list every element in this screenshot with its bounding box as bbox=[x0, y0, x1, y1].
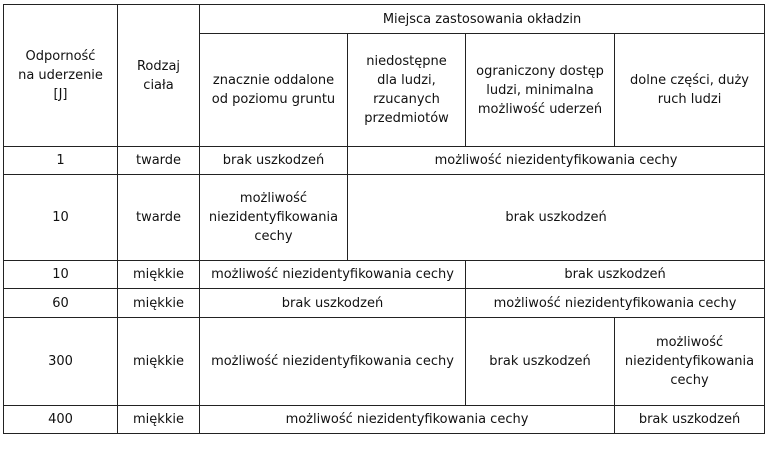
result-cell: możliwość niezidentyfikowania cechy bbox=[199, 405, 615, 434]
energy-cell: 10 bbox=[3, 260, 118, 289]
result-cell: możliwość niezidentyfikowania cechy bbox=[346, 146, 766, 175]
header-row-locations: znacznie oddalone od poziomu gruntu nied… bbox=[4, 33, 766, 147]
result-cell: brak uszkodzeń bbox=[613, 405, 766, 434]
energy-cell: 400 bbox=[3, 405, 118, 434]
table-row: 300 miękkie możliwość niezidentyfikowani… bbox=[3, 317, 766, 406]
result-cell: możliwość niezidentyfikowania cechy bbox=[464, 288, 766, 318]
body-type-cell: miękkie bbox=[117, 405, 200, 434]
result-cell: możliwość niezidentyfikowania cechy bbox=[199, 317, 466, 406]
energy-cell: 60 bbox=[3, 288, 118, 318]
header-location-limited-access: ograniczony dostęp ludzi, minimalna możl… bbox=[465, 33, 615, 147]
result-cell: brak uszkodzeń bbox=[464, 260, 766, 289]
body-type-cell: twarde bbox=[117, 146, 200, 175]
result-cell: możliwość niezidentyfikowania cechy bbox=[199, 174, 348, 261]
energy-cell: 300 bbox=[3, 317, 118, 406]
header-location-inaccessible: niedostępne dla ludzi, rzucanych przedmi… bbox=[347, 33, 466, 147]
body-type-cell: miękkie bbox=[117, 260, 200, 289]
impact-resistance-table: Odporność na uderzenie [J] Rodzaj ciała … bbox=[3, 4, 766, 434]
table-row: 10 twarde możliwość niezidentyfikowania … bbox=[3, 174, 766, 261]
body-type-cell: miękkie bbox=[117, 288, 200, 318]
header-application-places: Miejsca zastosowania okładzin bbox=[198, 4, 766, 34]
result-cell: możliwość niezidentyfikowania cechy bbox=[613, 317, 766, 406]
header-resistance: Odporność na uderzenie [J] bbox=[3, 4, 118, 147]
header-location-lower-parts: dolne części, duży ruch ludzi bbox=[613, 33, 766, 147]
energy-cell: 1 bbox=[3, 146, 118, 175]
table-row: 10 miękkie możliwość niezidentyfikowania… bbox=[3, 260, 766, 289]
result-cell: brak uszkodzeń bbox=[199, 288, 466, 318]
result-cell: brak uszkodzeń bbox=[465, 317, 615, 406]
result-cell: brak uszkodzeń bbox=[346, 174, 766, 261]
result-cell: możliwość niezidentyfikowania cechy bbox=[199, 260, 466, 289]
table-row: 400 miękkie możliwość niezidentyfikowani… bbox=[3, 405, 766, 434]
body-type-cell: twarde bbox=[117, 174, 200, 261]
energy-cell: 10 bbox=[3, 174, 118, 261]
header-row-top: Odporność na uderzenie [J] Rodzaj ciała … bbox=[3, 4, 766, 147]
body-type-cell: miękkie bbox=[117, 317, 200, 406]
header-location-far-from-ground: znacznie oddalone od poziomu gruntu bbox=[199, 33, 348, 147]
table-row: 1 twarde brak uszkodzeń możliwość niezid… bbox=[3, 146, 766, 175]
table-row: 60 miękkie brak uszkodzeń możliwość niez… bbox=[3, 288, 766, 318]
result-cell: brak uszkodzeń bbox=[199, 146, 348, 175]
header-body-type: Rodzaj ciała bbox=[117, 4, 200, 147]
